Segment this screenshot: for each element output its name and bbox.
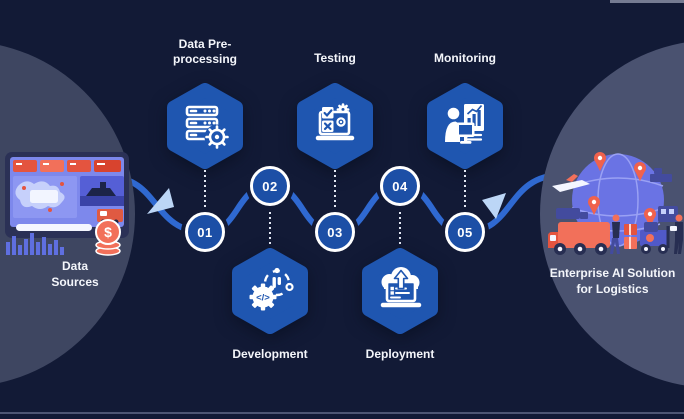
stage-hexagon-monitoring: [425, 81, 505, 171]
dotted-connector-05: [464, 170, 466, 212]
stage-badge-01: 01: [185, 212, 225, 252]
flow-arrow-left-icon: [147, 188, 174, 214]
stage-number: 01: [197, 224, 213, 240]
flow-arrow-right-icon: [482, 193, 506, 219]
stage-number: 05: [457, 224, 473, 240]
stage-hexagon-testing: [295, 81, 375, 171]
svg-text:</>: </>: [256, 293, 270, 304]
stage-hexagon-deployment: [360, 246, 440, 336]
data-sources-line1: Data: [61, 259, 88, 273]
dotted-connector-02: [269, 207, 271, 247]
enterprise-solution-label: Enterprise AI Solution for Logistics: [525, 265, 684, 297]
delivery-truck-icon: [548, 222, 610, 255]
cloud-upload-laptop-icon: [380, 267, 422, 308]
forklift-icon: [640, 222, 670, 254]
stage-badge-03: 03: [315, 212, 355, 252]
data-sources-illustration: $: [5, 152, 129, 256]
svg-text:$: $: [104, 224, 112, 240]
worker-figure: [610, 214, 620, 254]
laptop-checklist-icon: [315, 103, 355, 141]
logistics-illustration: [548, 152, 683, 255]
stage-hexagon-data-pre-processing: [165, 81, 245, 171]
stage-label-deployment: Deployment: [365, 347, 435, 361]
data-sources-label: Data Sources: [15, 258, 135, 290]
stage-badge-02: 02: [250, 166, 290, 206]
person-chart-icon: [445, 104, 484, 144]
stage-badge-04: 04: [380, 166, 420, 206]
stage-number: 04: [392, 178, 408, 194]
enterprise-line2: for Logistics: [576, 282, 649, 297]
supervisor-figure: [670, 214, 683, 254]
cargo-boxes: [624, 224, 637, 249]
coins-icon: $: [95, 219, 121, 256]
stage-label-monitoring: Monitoring: [434, 51, 496, 65]
stage-number: 02: [262, 178, 278, 194]
dotted-connector-03: [334, 170, 336, 212]
data-sources-line2: Sources: [51, 275, 99, 290]
dotted-connector-04: [399, 207, 401, 247]
stage-label-testing: Testing: [314, 51, 356, 65]
stage-label-data-pre-processing: Data Pre-processing: [172, 37, 238, 66]
airplane-icon: [552, 174, 590, 192]
stage-label-development: Development: [232, 347, 308, 361]
stage-number: 03: [327, 224, 343, 240]
stage-badge-05: 05: [445, 212, 485, 252]
gear-code-icon: </>: [249, 267, 294, 311]
stage-hexagon-development: </>: [230, 246, 310, 336]
server-gear-icon: [185, 105, 230, 150]
enterprise-line1: Enterprise AI Solution: [549, 266, 676, 280]
top-edge-strip: [610, 0, 684, 3]
bottom-edge-line: [0, 412, 684, 414]
dotted-connector-01: [204, 170, 206, 212]
location-pins: [588, 152, 656, 227]
